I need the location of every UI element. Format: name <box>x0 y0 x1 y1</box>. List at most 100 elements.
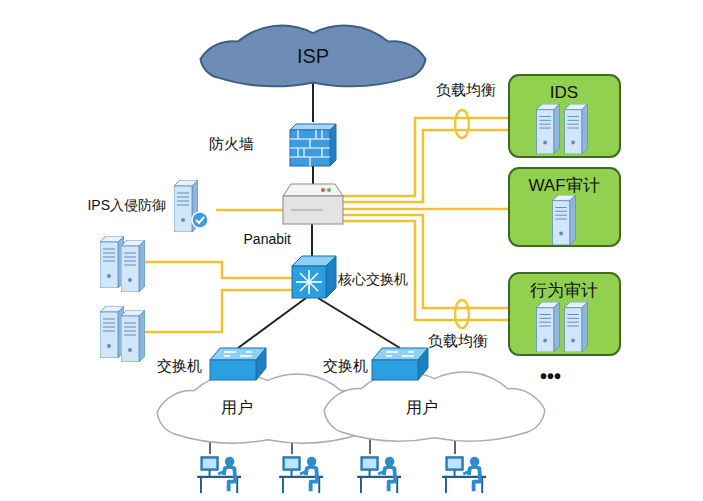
firewall-side <box>330 124 336 166</box>
switch-arrow <box>402 355 414 357</box>
switch-arrow <box>308 270 310 282</box>
server-icon <box>564 302 587 352</box>
panel-box <box>509 75 620 157</box>
node-outline <box>283 184 343 224</box>
brick-line <box>309 157 310 166</box>
device-led <box>321 188 325 192</box>
panabit-device: Panabit <box>283 184 343 224</box>
server-icon <box>552 195 575 245</box>
brick-line <box>315 130 316 139</box>
panel-box <box>509 273 620 355</box>
node-label: 用户 <box>221 400 253 416</box>
node-label: IPS入侵防御 <box>87 198 166 212</box>
panel-box <box>509 168 620 246</box>
computer-user <box>442 457 486 493</box>
brick-line <box>297 130 298 139</box>
switch-front <box>372 360 418 380</box>
connector-group <box>343 215 508 320</box>
label-holder: ••• <box>540 366 561 386</box>
switch-arrow <box>408 351 414 353</box>
server-icon <box>100 236 124 288</box>
load-balance-ring <box>455 300 469 328</box>
parallel-link <box>343 215 508 308</box>
node-label: IDS <box>550 84 578 101</box>
cloud-outline <box>324 372 545 441</box>
load-balance-ring <box>455 110 469 138</box>
waf-box: WAF审计 <box>508 167 621 247</box>
node-label: Panabit <box>244 232 291 246</box>
server-icon <box>564 104 587 154</box>
uplink-line <box>312 81 314 122</box>
firewall-icon: 防火墙 <box>290 122 336 166</box>
data-link <box>343 221 508 320</box>
node-outline <box>292 256 336 298</box>
node-label: 用户 <box>406 400 438 416</box>
node-outline <box>172 180 216 232</box>
connector-group <box>318 298 400 348</box>
switch-arrow <box>224 355 230 357</box>
switch-arrow <box>246 351 252 353</box>
uplink-line <box>312 166 314 184</box>
node-label: 核心交换机 <box>338 272 408 286</box>
audit-box: 行为审计 <box>508 272 621 356</box>
connector-group <box>312 224 313 256</box>
node-label: ISP <box>297 46 329 66</box>
node-label: WAF审计 <box>528 177 599 194</box>
connector-group <box>313 166 314 184</box>
brick-line <box>321 130 322 139</box>
isp-cloud: ISP <box>188 26 438 86</box>
switch-arrow <box>309 273 318 282</box>
user-cloud: 用户 <box>312 370 557 442</box>
data-link <box>343 208 508 211</box>
connector-group <box>343 209 508 210</box>
node-label: 交换机 <box>323 358 368 373</box>
node-label: 交换机 <box>157 358 202 373</box>
label-holder: 负载均衡 <box>428 333 488 348</box>
device-led <box>327 188 331 192</box>
node-label: 防火墙 <box>209 136 254 151</box>
switch-arrow <box>308 282 310 294</box>
brick-line <box>321 148 322 157</box>
brick-line <box>297 148 298 157</box>
device-slot <box>291 210 323 211</box>
device-top <box>283 184 343 196</box>
shield-badge <box>192 212 208 228</box>
switch-front <box>292 266 326 298</box>
connector-group <box>313 81 314 122</box>
uplink-line <box>238 298 306 348</box>
uplink-line <box>318 298 400 348</box>
switch-arrow <box>300 273 309 282</box>
connector-group <box>238 298 306 348</box>
server-icon <box>100 306 124 358</box>
load-balance-label: 负载均衡 <box>436 82 496 97</box>
computer-user <box>197 457 241 493</box>
access-switch: 交换机 <box>372 348 428 380</box>
brick-line <box>309 139 310 148</box>
connector-group <box>216 210 283 211</box>
more-marker: ••• <box>540 366 561 386</box>
switch-arrow <box>300 282 309 291</box>
switch-arrow <box>309 282 318 291</box>
server-link <box>145 262 292 278</box>
server-icon <box>121 240 145 292</box>
cloud-outline <box>201 26 426 87</box>
core-switch: 核心交换机 <box>292 256 336 298</box>
device-front <box>283 196 343 224</box>
uplink-line <box>311 224 313 256</box>
server-icon <box>121 310 145 362</box>
node-outline <box>290 122 336 166</box>
access-switch: 交换机 <box>210 348 266 380</box>
switch-arrow <box>386 351 398 353</box>
server-icon <box>536 302 559 352</box>
switch-side <box>326 256 336 298</box>
data-link <box>216 209 283 212</box>
computer-user <box>357 457 401 493</box>
firewall-top <box>290 124 336 130</box>
switch-arrow <box>240 355 252 357</box>
connector-group <box>343 118 508 202</box>
shield-check <box>196 217 204 223</box>
node-label: 行为审计 <box>530 282 598 299</box>
switch-side <box>256 348 266 380</box>
switch-front <box>210 360 256 380</box>
